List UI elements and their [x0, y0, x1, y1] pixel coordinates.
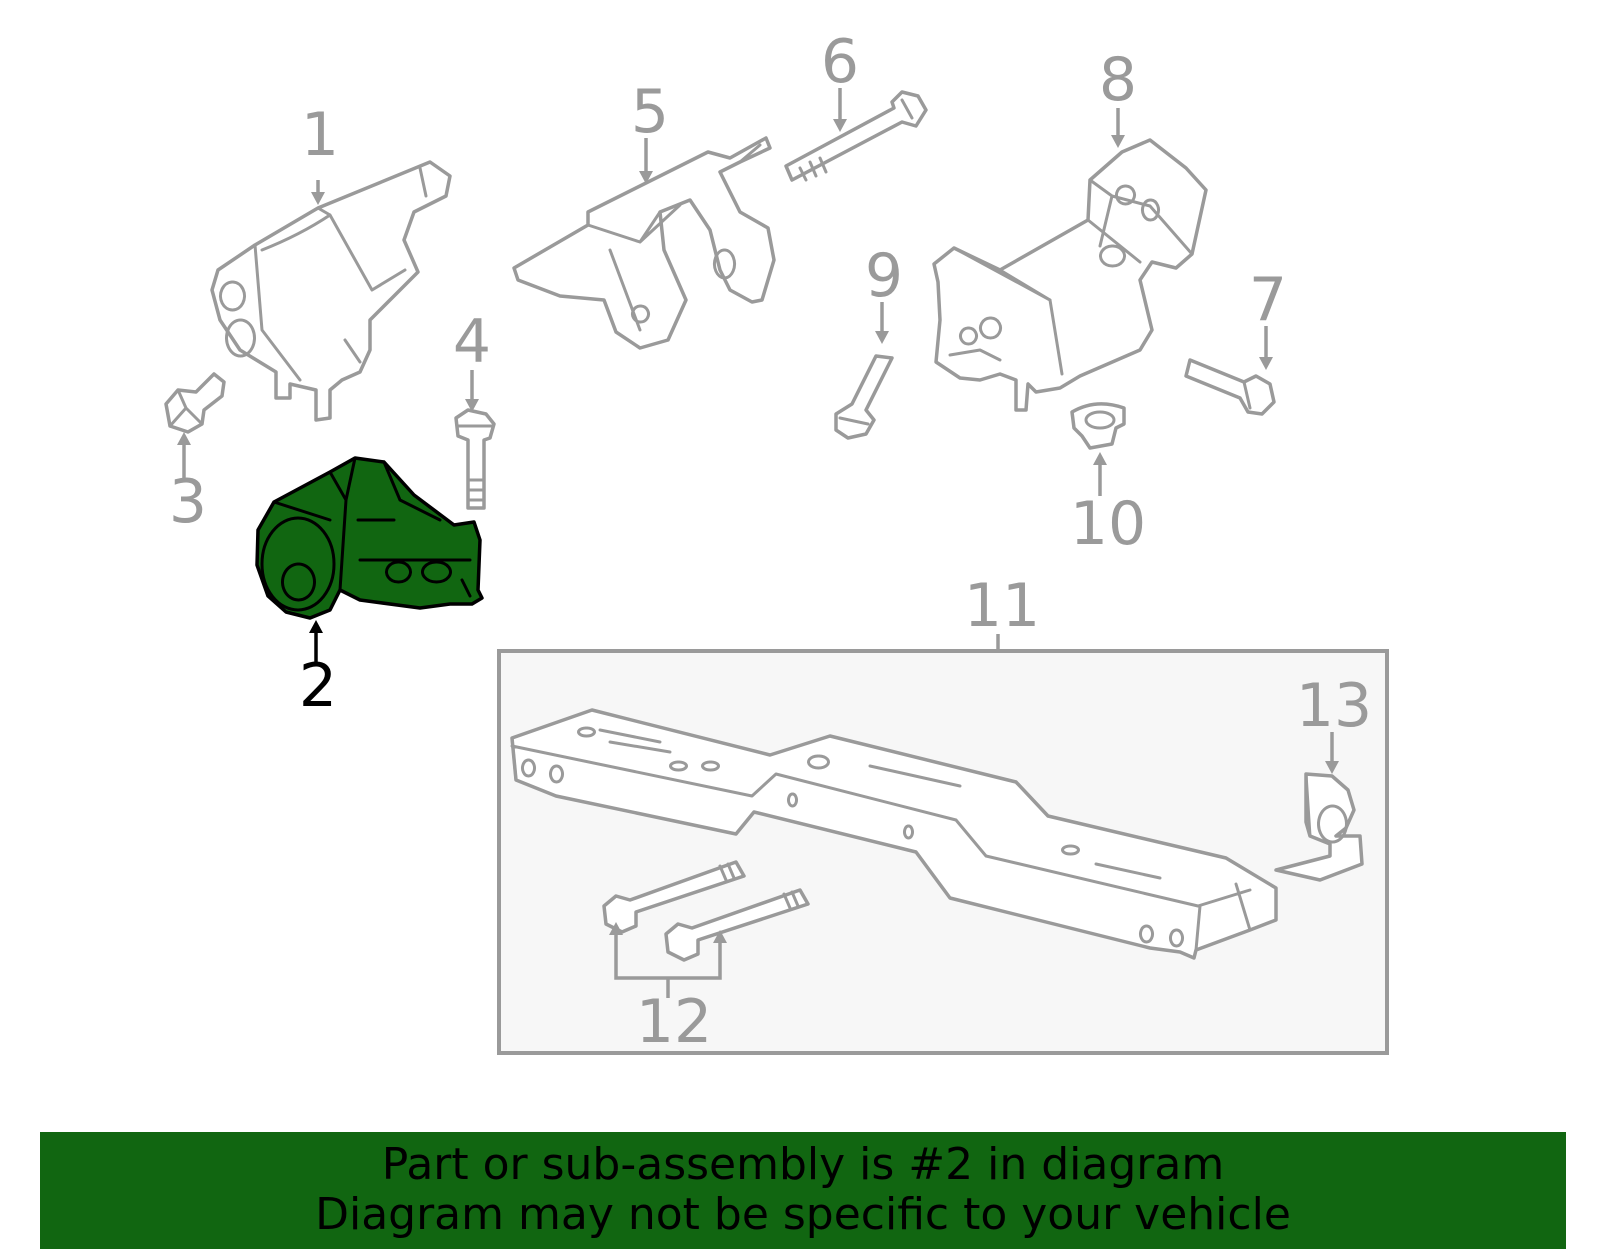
callout-13: 13	[1296, 671, 1372, 741]
callout-1: 1	[301, 100, 339, 170]
banner-line-1: Part or sub-assembly is #2 in diagram	[381, 1139, 1225, 1190]
callout-7: 7	[1249, 265, 1287, 335]
callout-11: 11	[964, 571, 1040, 641]
banner-line-2: Diagram may not be specific to your vehi…	[315, 1189, 1291, 1240]
callout-4: 4	[453, 307, 491, 377]
callout-10: 10	[1070, 489, 1146, 559]
callout-9: 9	[865, 241, 903, 311]
part-9-bolt[interactable]	[834, 354, 894, 440]
callout-12: 12	[636, 987, 712, 1057]
info-banner: Part or sub-assembly is #2 in diagram Di…	[40, 1132, 1566, 1249]
callout-8: 8	[1099, 45, 1137, 115]
part-8-transmission-mount[interactable]	[932, 138, 1208, 412]
callout-6: 6	[821, 27, 859, 97]
callout-3: 3	[169, 467, 207, 537]
part-13-bushing-bracket[interactable]	[1274, 772, 1364, 882]
callout-2: 2	[299, 651, 337, 721]
leader-lines	[177, 88, 1339, 998]
part-10-nut[interactable]	[1070, 402, 1126, 450]
part-3-bolt[interactable]	[164, 372, 226, 434]
part-5-bracket[interactable]	[512, 136, 776, 350]
part-11-crossmember[interactable]	[510, 708, 1278, 960]
part-1-engine-mount[interactable]	[210, 160, 452, 422]
part-7-bolt[interactable]	[1184, 358, 1276, 416]
part-4-bolt[interactable]	[454, 408, 496, 510]
part-2-highlighted-mount[interactable]	[255, 456, 484, 620]
callout-5: 5	[631, 77, 669, 147]
part-6-long-bolt[interactable]	[784, 90, 928, 182]
callout-labels: 1 2 3 4 5 6 7 8 9 10 11 12 13	[169, 27, 1372, 1057]
